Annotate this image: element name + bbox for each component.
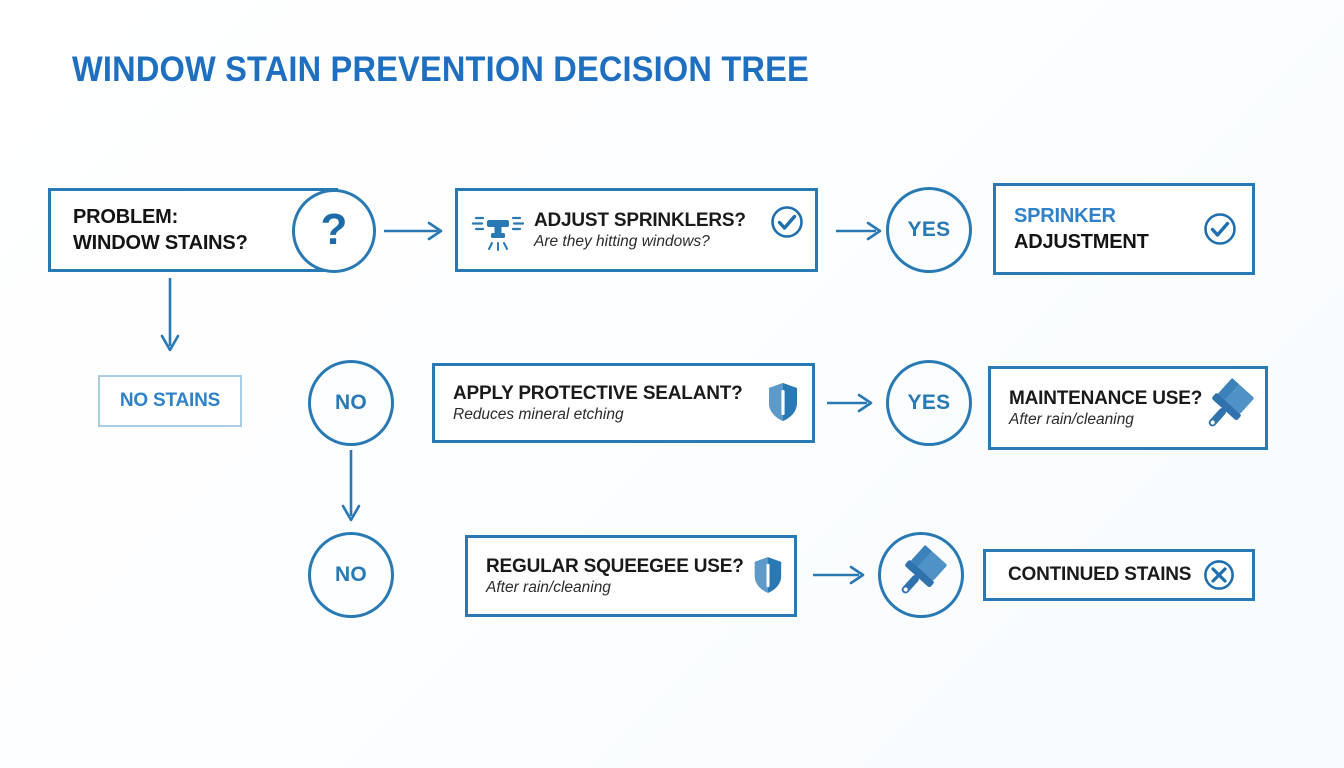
- regular-squeegee-text: REGULAR SQUEEGEE USE? After rain/cleanin…: [486, 556, 758, 597]
- branch-no-row2[interactable]: NO: [308, 532, 394, 618]
- check-circle-icon: [769, 204, 805, 240]
- arrow-sealant-to-yes: [827, 390, 883, 416]
- node-regular-squeegee[interactable]: REGULAR SQUEEGEE USE? After rain/cleanin…: [465, 535, 797, 617]
- shield-icon: [752, 555, 784, 595]
- maintenance-use-headline: MAINTENANCE USE?: [1009, 387, 1203, 409]
- problem-line2: WINDOW STAINS?: [73, 232, 248, 254]
- node-sprinker-adjustment[interactable]: SPRINKER ADJUSTMENT: [993, 183, 1255, 275]
- branch-no-row1[interactable]: NO: [308, 360, 394, 446]
- problem-line1: PROBLEM:: [73, 205, 179, 228]
- sprinker-adjustment-line1: SPRINKER: [1014, 204, 1116, 227]
- node-apply-sealant[interactable]: APPLY PROTECTIVE SEALANT? Reduces minera…: [432, 363, 815, 443]
- maintenance-use-subtext: After rain/cleaning: [1009, 410, 1134, 428]
- branch-squeegee-circle[interactable]: [878, 532, 964, 618]
- problem-text: PROBLEM: WINDOW STAINS?: [73, 206, 248, 255]
- regular-squeegee-subtext: After rain/cleaning: [486, 578, 611, 596]
- branch-no-row2-label: NO: [334, 563, 368, 586]
- branch-no-row1-label: NO: [334, 391, 368, 414]
- node-maintenance-use[interactable]: MAINTENANCE USE? After rain/cleaning: [988, 366, 1268, 450]
- sprinker-adjustment-line2: ADJUSTMENT: [1014, 231, 1149, 253]
- node-continued-stains[interactable]: CONTINUED STAINS: [983, 549, 1255, 601]
- branch-yes-row2-label: YES: [907, 391, 951, 414]
- arrow-sprinklers-to-yes: [836, 218, 892, 244]
- regular-squeegee-headline: REGULAR SQUEEGEE USE?: [486, 555, 744, 577]
- page-title: WINDOW STAIN PREVENTION DECISION TREE: [72, 50, 809, 89]
- shield-icon: [766, 381, 800, 423]
- apply-sealant-headline: APPLY PROTECTIVE SEALANT?: [453, 382, 743, 404]
- x-circle-icon: [1202, 558, 1236, 592]
- branch-yes-row1-label: YES: [907, 218, 951, 241]
- branch-yes-row1[interactable]: YES: [886, 187, 972, 273]
- adjust-sprinklers-subtext: Are they hitting windows?: [534, 232, 710, 250]
- squeegee-icon: [892, 544, 950, 606]
- branch-yes-row2[interactable]: YES: [886, 360, 972, 446]
- maintenance-use-text: MAINTENANCE USE? After rain/cleaning: [1009, 388, 1221, 429]
- sprinkler-icon: [470, 205, 526, 255]
- apply-sealant-text: APPLY PROTECTIVE SEALANT? Reduces minera…: [453, 383, 766, 424]
- arrow-no-to-no: [333, 450, 369, 532]
- arrow-squeegee-to-circle: [813, 562, 875, 588]
- sprinker-adjustment-text: SPRINKER ADJUSTMENT: [1014, 205, 1202, 254]
- squeegee-icon: [1199, 377, 1257, 439]
- question-mark-badge[interactable]: ?: [292, 189, 376, 273]
- adjust-sprinklers-text: ADJUST SPRINKLERS? Are they hitting wind…: [534, 210, 767, 251]
- question-mark-icon: ?: [320, 205, 348, 254]
- adjust-sprinklers-headline: ADJUST SPRINKLERS?: [534, 209, 746, 231]
- node-no-stains[interactable]: NO STAINS: [98, 375, 242, 427]
- node-problem[interactable]: PROBLEM: WINDOW STAINS?: [48, 188, 338, 272]
- arrow-problem-to-no-stains: [152, 278, 188, 362]
- no-stains-label: NO STAINS: [119, 390, 221, 411]
- continued-stains-label: CONTINUED STAINS: [1008, 564, 1192, 585]
- apply-sealant-subtext: Reduces mineral etching: [453, 405, 624, 423]
- arrow-problem-to-sprinklers: [384, 218, 450, 244]
- check-circle-icon: [1202, 211, 1238, 247]
- node-adjust-sprinklers[interactable]: ADJUST SPRINKLERS? Are they hitting wind…: [455, 188, 818, 272]
